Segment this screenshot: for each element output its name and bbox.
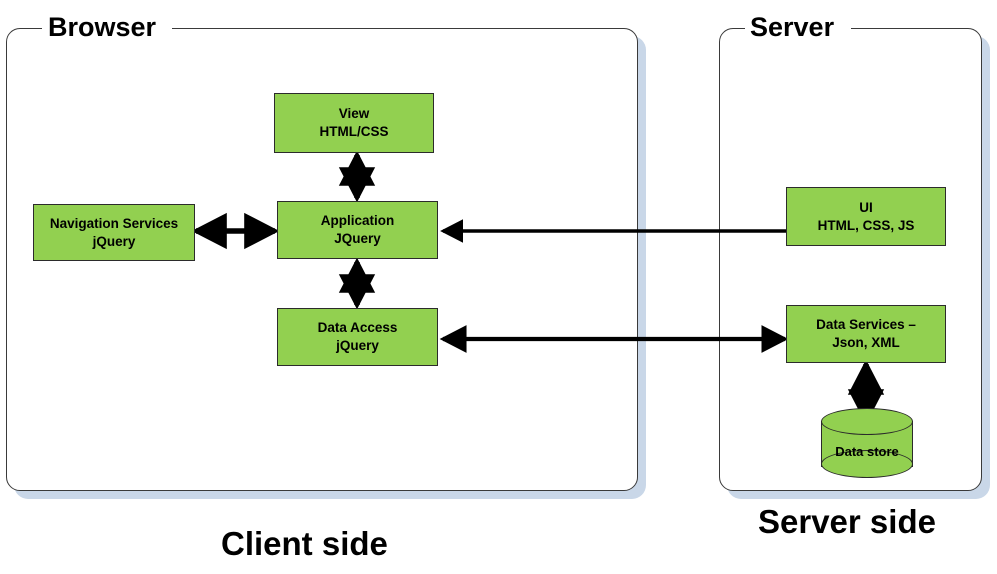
node-navigation-services-line1: Navigation Services bbox=[49, 215, 179, 231]
node-application-line2: JQuery bbox=[334, 231, 381, 246]
node-data-services-line2: Json, XML bbox=[832, 335, 900, 350]
node-application-line1: Application bbox=[320, 213, 395, 229]
node-ui[interactable]: UI HTML, CSS, JS bbox=[786, 187, 946, 246]
node-view-line2: HTML/CSS bbox=[319, 124, 389, 139]
node-data-services-line1: Data Services – bbox=[816, 317, 916, 333]
server-label-mask bbox=[745, 24, 851, 32]
node-data-access-line2: jQuery bbox=[336, 338, 379, 353]
node-navigation-services-line2: jQuery bbox=[92, 233, 136, 249]
caption-server-side: Server side bbox=[758, 503, 936, 540]
node-data-store[interactable]: Data store bbox=[821, 408, 913, 480]
caption-client-side: Client side bbox=[221, 525, 388, 562]
data-store-label: Data store bbox=[835, 444, 899, 459]
node-navigation-services[interactable]: Navigation Services jQuery bbox=[33, 204, 195, 261]
node-ui-line2: HTML, CSS, JS bbox=[817, 217, 915, 233]
data-store-bottom-ellipse bbox=[821, 450, 913, 478]
node-ui-line1: UI bbox=[859, 199, 873, 215]
browser-label-mask bbox=[42, 24, 172, 32]
node-data-services[interactable]: Data Services – Json, XML bbox=[786, 305, 946, 363]
node-application[interactable]: Application JQuery bbox=[277, 201, 438, 259]
data-store-top-ellipse bbox=[821, 408, 913, 435]
node-view[interactable]: View HTML/CSS bbox=[274, 93, 434, 153]
server-label: Server bbox=[750, 12, 835, 42]
node-data-access[interactable]: Data Access jQuery bbox=[277, 308, 438, 366]
node-data-access-line1: Data Access bbox=[317, 320, 398, 336]
node-view-line1: View bbox=[338, 106, 370, 122]
browser-label: Browser bbox=[48, 12, 157, 42]
